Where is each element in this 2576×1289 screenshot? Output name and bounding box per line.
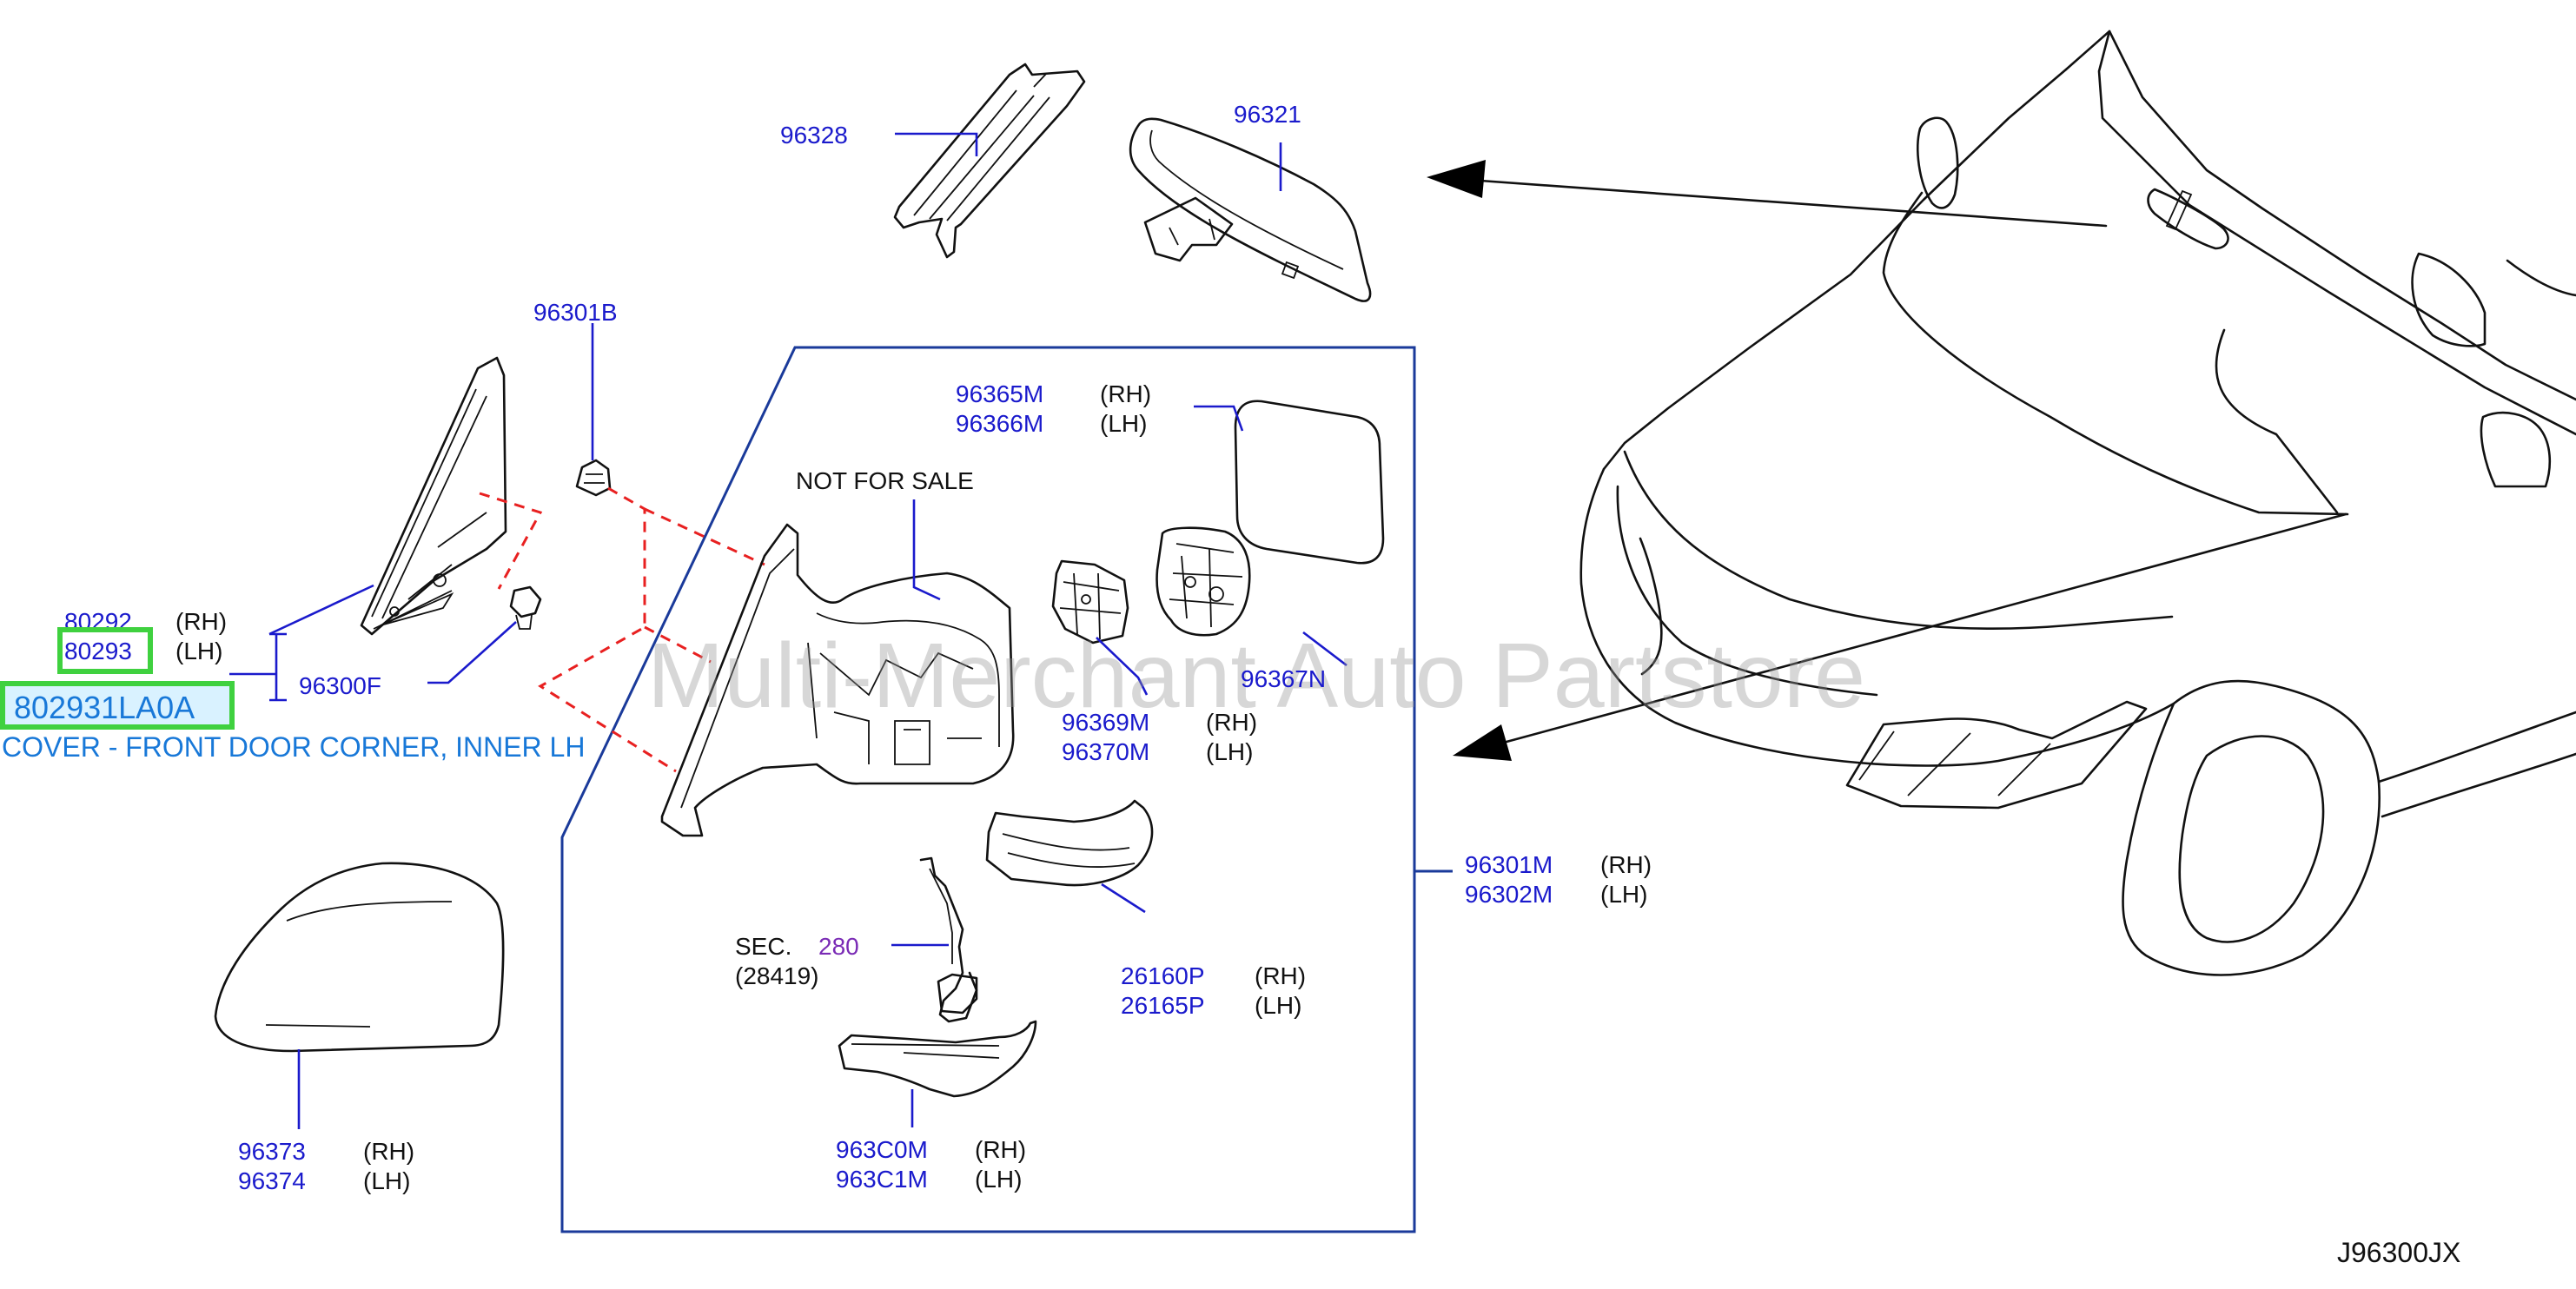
part-label-96374[interactable]: 96374: [238, 1167, 306, 1194]
highlight-80293: [57, 627, 153, 674]
part-label-26160P[interactable]: 26160P: [1121, 962, 1205, 989]
side-rh-96301M: (RH): [1600, 851, 1652, 878]
inner-cover-80292: [360, 356, 507, 636]
side-rh-96369M: (RH): [1206, 709, 1258, 736]
part-label-96365M[interactable]: 96365M: [956, 380, 1044, 407]
part-label-96302M[interactable]: 96302M: [1465, 881, 1553, 908]
part-label-96369M[interactable]: 96369M: [1062, 709, 1150, 736]
outer-cover-96373: [214, 862, 505, 1053]
part-label-96321[interactable]: 96321: [1234, 101, 1301, 128]
part-label-963C1M[interactable]: 963C1M: [836, 1166, 928, 1193]
part-label-96301M[interactable]: 96301M: [1465, 851, 1553, 878]
highlight-part-number: [0, 681, 235, 730]
mirror-body-96301M: [660, 523, 1015, 837]
part-label-96328[interactable]: 96328: [780, 122, 848, 149]
harness-28419: [919, 856, 978, 1023]
part-label-96300F[interactable]: 96300F: [299, 672, 381, 699]
callout-arrows: [1427, 160, 2348, 761]
leader-lines: [229, 132, 1348, 1129]
highlighted-part-description: COVER - FRONT DOOR CORNER, INNER LH: [2, 731, 586, 763]
lower-cover-963C0M: [838, 1020, 1037, 1098]
assembly-box: [560, 346, 1416, 1233]
actuator-96367N: [1156, 526, 1251, 637]
nut-96301B: [575, 459, 612, 497]
motor-96369M: [1051, 559, 1129, 644]
part-label-96366M[interactable]: 96366M: [956, 410, 1044, 437]
rearview-mirror-96321: [1129, 117, 1372, 302]
highlighted-part-number[interactable]: 802931LA0A: [14, 690, 195, 725]
side-lh-96366M: (LH): [1100, 410, 1148, 437]
side-lh-96370M: (LH): [1206, 738, 1254, 765]
side-rh-963C0M: (RH): [975, 1136, 1027, 1163]
section-link-280[interactable]: 280: [818, 933, 859, 960]
side-lh-96374: (LH): [363, 1167, 411, 1194]
side-rh-96373: (RH): [363, 1138, 415, 1165]
mirror-glass-96365M: [1234, 400, 1385, 565]
side-rh-96365M: (RH): [1100, 380, 1152, 407]
part-label-96367N[interactable]: 96367N: [1241, 665, 1327, 692]
not-for-sale-note: NOT FOR SALE: [796, 467, 974, 494]
vehicle-outline: [1579, 30, 2576, 976]
bracket-96328: [893, 63, 1086, 259]
dashed-guide-lines: [479, 486, 765, 773]
part-label-96370M[interactable]: 96370M: [1062, 738, 1150, 765]
part-label-80293[interactable]: 80293: [64, 638, 132, 664]
clip-96300F: [509, 585, 542, 630]
side-lh-80293: (LH): [175, 638, 223, 664]
side-rh-26160P: (RH): [1255, 962, 1307, 989]
drawing-code: J96300JX: [2337, 1237, 2461, 1268]
part-label-26165P[interactable]: 26165P: [1121, 992, 1205, 1019]
side-lh-963C1M: (LH): [975, 1166, 1023, 1193]
part-label-96301B[interactable]: 96301B: [533, 299, 618, 326]
side-lh-26165P: (LH): [1255, 992, 1302, 1019]
part-label-963C0M[interactable]: 963C0M: [836, 1136, 928, 1163]
part-label-96373[interactable]: 96373: [238, 1138, 306, 1165]
section-sub-28419: (28419): [735, 962, 819, 989]
side-lh-96302M: (LH): [1600, 881, 1648, 908]
side-rh-80292: (RH): [175, 608, 228, 635]
turn-lamp-26160P: [985, 799, 1154, 887]
section-prefix: SEC.: [735, 933, 792, 960]
watermark: Multi-Merchant Auto Partstore: [647, 625, 1866, 727]
